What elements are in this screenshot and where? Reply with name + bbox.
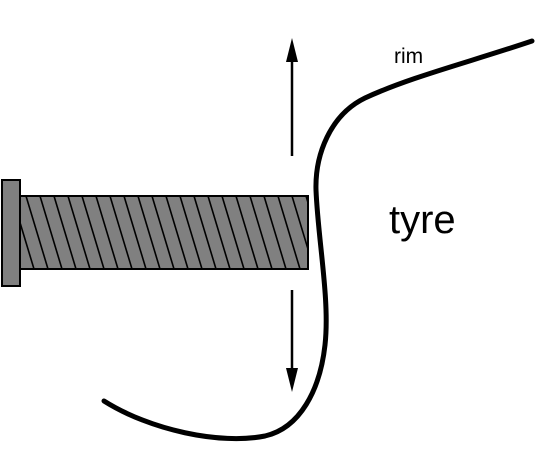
arrow-up-icon [286,38,298,156]
bolt-threads [20,196,308,269]
rim-profile-curve [101,38,535,442]
thread-line [277,196,301,269]
thread-line [193,196,217,269]
thread-line [53,196,77,269]
thread-line [165,196,189,269]
thread-line [151,196,175,269]
tyre-label: tyre [389,198,456,242]
thread-line [137,196,161,269]
arrow-down-icon [286,290,298,392]
thread-line [221,196,245,269]
thread-line [67,196,91,269]
thread-line [81,196,105,269]
thread-line [39,196,63,269]
bolt-head [1,179,21,287]
thread-line [123,196,147,269]
thread-line [263,196,287,269]
thread-line [20,219,35,269]
thread-line [291,196,308,252]
bolt [1,179,309,287]
thread-line [109,196,133,269]
thread-line [207,196,231,269]
rim-label: rim [394,45,423,68]
thread-line [95,196,119,269]
thread-line [235,196,259,269]
thread-line [179,196,203,269]
thread-line [249,196,273,269]
thread-line [25,196,49,269]
bolt-shaft [19,195,309,270]
